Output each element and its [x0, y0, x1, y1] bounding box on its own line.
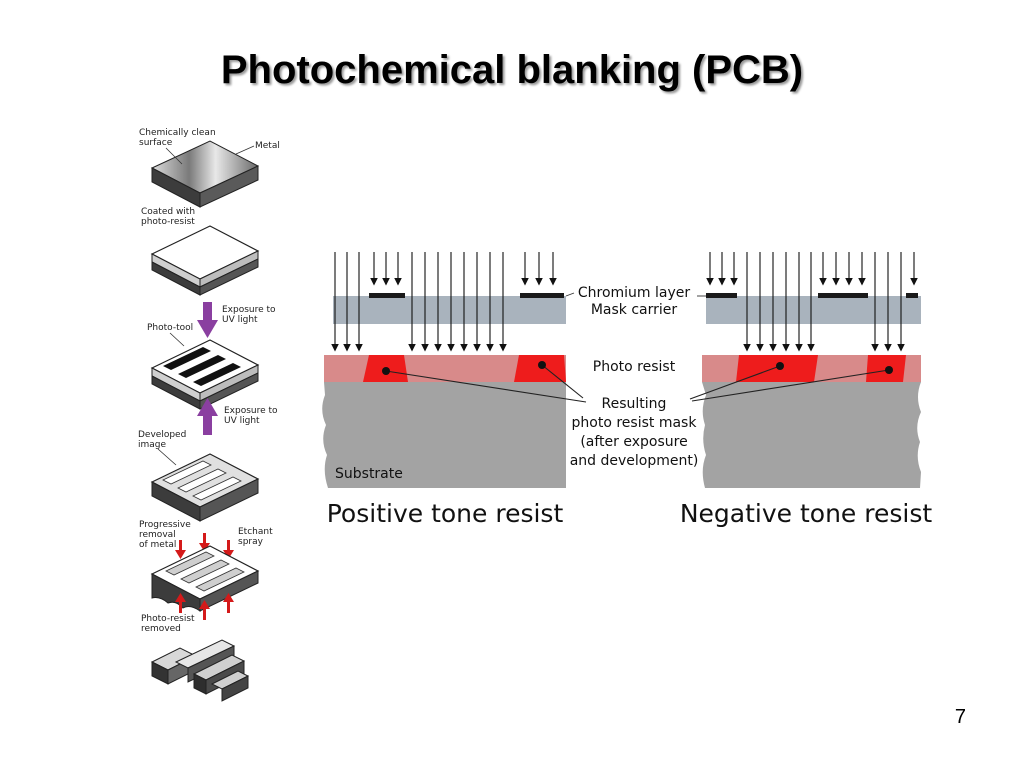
- positive-uv-arrows: [331, 252, 557, 352]
- label-after-exposure: (after exposure: [580, 434, 687, 450]
- chromium-block: [706, 293, 737, 298]
- label-mask-carrier: Mask carrier: [591, 302, 678, 318]
- label-uv-light-top: UV light: [222, 315, 258, 325]
- negative-uv-arrows: [706, 252, 918, 352]
- uv-arrow-bottom-icon: [197, 398, 218, 435]
- label-photo-resist-mask: photo resist mask: [572, 415, 698, 431]
- step-coated-plate: [150, 225, 260, 296]
- label-uv-light-bottom: UV light: [224, 416, 260, 426]
- label-resulting: Resulting: [602, 396, 667, 412]
- chromium-block: [906, 293, 918, 298]
- uv-arrow-top-icon: [197, 302, 218, 338]
- label-exposure-to-bottom: Exposure to: [224, 406, 278, 416]
- label-photo-resist: photo-resist: [141, 217, 195, 227]
- step-photo-tool-plate: [150, 339, 260, 410]
- label-metal: Metal: [255, 141, 280, 151]
- label-of-metal: of metal: [139, 540, 176, 550]
- step-final-part: [150, 639, 250, 702]
- label-spray: spray: [238, 537, 264, 547]
- step-etching-plate: [150, 545, 260, 612]
- label-chemically-clean: Chemically clean: [139, 128, 216, 138]
- step-clean-metal-plate: [150, 140, 260, 208]
- label-surface: surface: [139, 138, 173, 148]
- caption-positive-tone: Positive tone resist: [327, 499, 564, 528]
- label-photo-resist-removed-2: removed: [141, 624, 181, 634]
- label-removal: removal: [139, 530, 176, 540]
- label-image: image: [138, 440, 166, 450]
- slide-title: Photochemical blanking (PCB): [220, 48, 804, 92]
- chromium-block: [818, 293, 868, 298]
- label-and-development: and development): [570, 453, 699, 469]
- label-exposure-to-top: Exposure to: [222, 305, 276, 315]
- chromium-block: [520, 293, 564, 298]
- caption-negative-tone: Negative tone resist: [680, 499, 933, 528]
- negative-tone-panel: [702, 293, 921, 488]
- label-substrate: Substrate: [335, 466, 403, 482]
- positive-tone-panel: Substrate: [322, 293, 566, 488]
- etchant-arrows-bottom-icon: [175, 593, 234, 620]
- page-number: 7: [954, 706, 966, 728]
- label-photo-resist-removed-1: Photo-resist: [141, 614, 195, 624]
- label-developed: Developed: [138, 430, 186, 440]
- resist-mask-block: [514, 355, 566, 382]
- etchant-arrows-top-icon: [175, 533, 234, 559]
- label-etchant: Etchant: [238, 527, 273, 537]
- label-coated-with: Coated with: [141, 207, 195, 217]
- label-photo-tool: Photo-tool: [147, 323, 193, 333]
- chromium-block: [369, 293, 405, 298]
- label-chromium-layer: Chromium layer: [578, 285, 691, 301]
- leader-dots: [382, 361, 893, 375]
- leader-lines: [385, 364, 890, 403]
- label-photo-resist-center: Photo resist: [593, 359, 676, 375]
- label-progressive: Progressive: [139, 520, 191, 530]
- step-developed-image: [150, 453, 260, 522]
